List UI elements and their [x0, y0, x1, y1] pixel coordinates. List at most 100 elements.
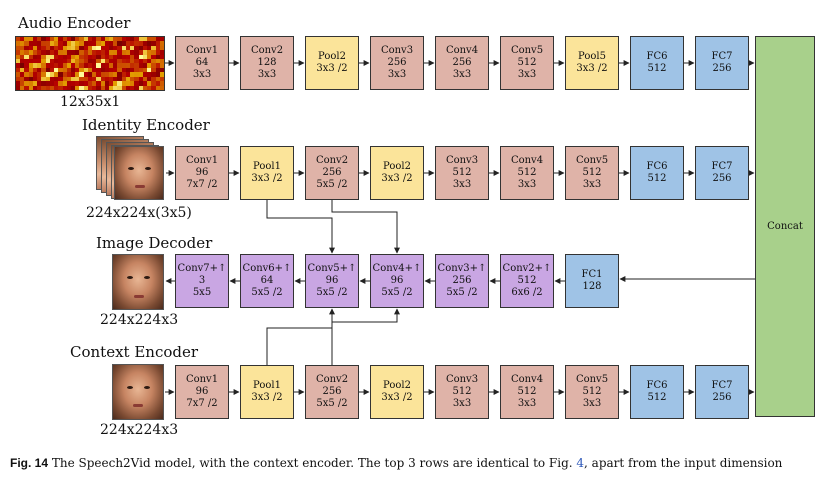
audio-spectrogram: [15, 36, 165, 91]
block-channels: 512: [582, 167, 602, 178]
block-kernel: 5x5 /2: [316, 398, 348, 409]
block-channels: 256: [712, 173, 732, 184]
block-channels: 128: [257, 57, 277, 68]
block-channels: 64: [260, 275, 274, 286]
block-channels: 96: [195, 386, 209, 397]
figure-caption: Fig. 14 The Speech2Vid model, with the c…: [10, 456, 782, 470]
block-name: Conv2: [315, 155, 349, 166]
block-channels: 512: [647, 63, 667, 74]
block-name: Conv5: [575, 155, 609, 166]
skip-context-conv2-to-conv4-up: [331, 308, 400, 365]
caption-figure-link[interactable]: 4: [576, 456, 585, 470]
block-channels: 256: [322, 386, 342, 397]
block-name: Conv1: [185, 374, 219, 385]
block-kernel: 6x6 /2: [511, 287, 543, 298]
block-name: Conv2: [250, 45, 284, 56]
block-name: FC7: [711, 161, 733, 172]
block-kernel: 3x3: [452, 179, 472, 190]
block-channels: 512: [647, 173, 667, 184]
block-kernel: 3x3: [517, 179, 537, 190]
block-channels: 256: [322, 167, 342, 178]
caption-text-after: , apart from the input dimension: [584, 456, 783, 470]
block-kernel: 5x5 /2: [446, 287, 478, 298]
block-name: Conv3: [445, 374, 479, 385]
context-input-image: [112, 364, 164, 420]
block-name: Pool5: [578, 51, 606, 62]
block-kernel: 3x3: [257, 69, 277, 80]
block-name: Conv4+↑: [372, 263, 422, 274]
block-name: Conv3: [380, 45, 414, 56]
block-kernel: 7x7 /2: [186, 398, 218, 409]
block-channels: 96: [325, 275, 339, 286]
image-decoder-title: Image Decoder: [96, 234, 213, 252]
block-name: Conv4: [510, 374, 544, 385]
block-channels: 512: [517, 167, 537, 178]
block-channels: 96: [390, 275, 404, 286]
block-name: FC6: [646, 51, 668, 62]
block-channels: 512: [517, 57, 537, 68]
block-channels: 64: [195, 57, 209, 68]
block-kernel: 3x3: [452, 398, 472, 409]
block-name: Pool2: [383, 161, 411, 172]
block-channels: 256: [452, 57, 472, 68]
block-channels: 256: [452, 275, 472, 286]
block-channels: 512: [517, 275, 537, 286]
block-channels: 3x3 /2: [251, 392, 283, 403]
block-name: Conv2+↑: [502, 263, 552, 274]
skip-context-pool1-to-conv5-up: [266, 308, 335, 365]
block-name: Pool2: [318, 51, 346, 62]
block-name: Conv4: [510, 155, 544, 166]
block-kernel: 7x7 /2: [186, 179, 218, 190]
block-kernel: 3x3: [452, 69, 472, 80]
block-channels: 3x3 /2: [381, 173, 413, 184]
block-name: Conv1: [185, 45, 219, 56]
block-kernel: 3x3: [387, 69, 407, 80]
block-kernel: 5x5 /2: [316, 179, 348, 190]
block-channels: 3x3 /2: [251, 173, 283, 184]
block-name: Conv4: [445, 45, 479, 56]
block-channels: 512: [452, 386, 472, 397]
block-kernel: 3x3: [192, 69, 212, 80]
block-channels: 512: [517, 386, 537, 397]
context-encoder-title: Context Encoder: [70, 343, 199, 361]
block-kernel: 5x5: [192, 287, 212, 298]
concat-label: Concat: [767, 220, 803, 232]
block-kernel: 3x3: [582, 398, 602, 409]
block-kernel: 3x3: [517, 398, 537, 409]
block-channels: 3x3 /2: [576, 63, 608, 74]
decoder-output-dim: 224x224x3: [100, 312, 179, 328]
block-channels: 256: [712, 392, 732, 403]
block-name: FC6: [646, 161, 668, 172]
block-channels: 256: [387, 57, 407, 68]
block-name: Conv5: [510, 45, 544, 56]
block-name: Conv2: [315, 374, 349, 385]
block-kernel: 3x3: [582, 179, 602, 190]
